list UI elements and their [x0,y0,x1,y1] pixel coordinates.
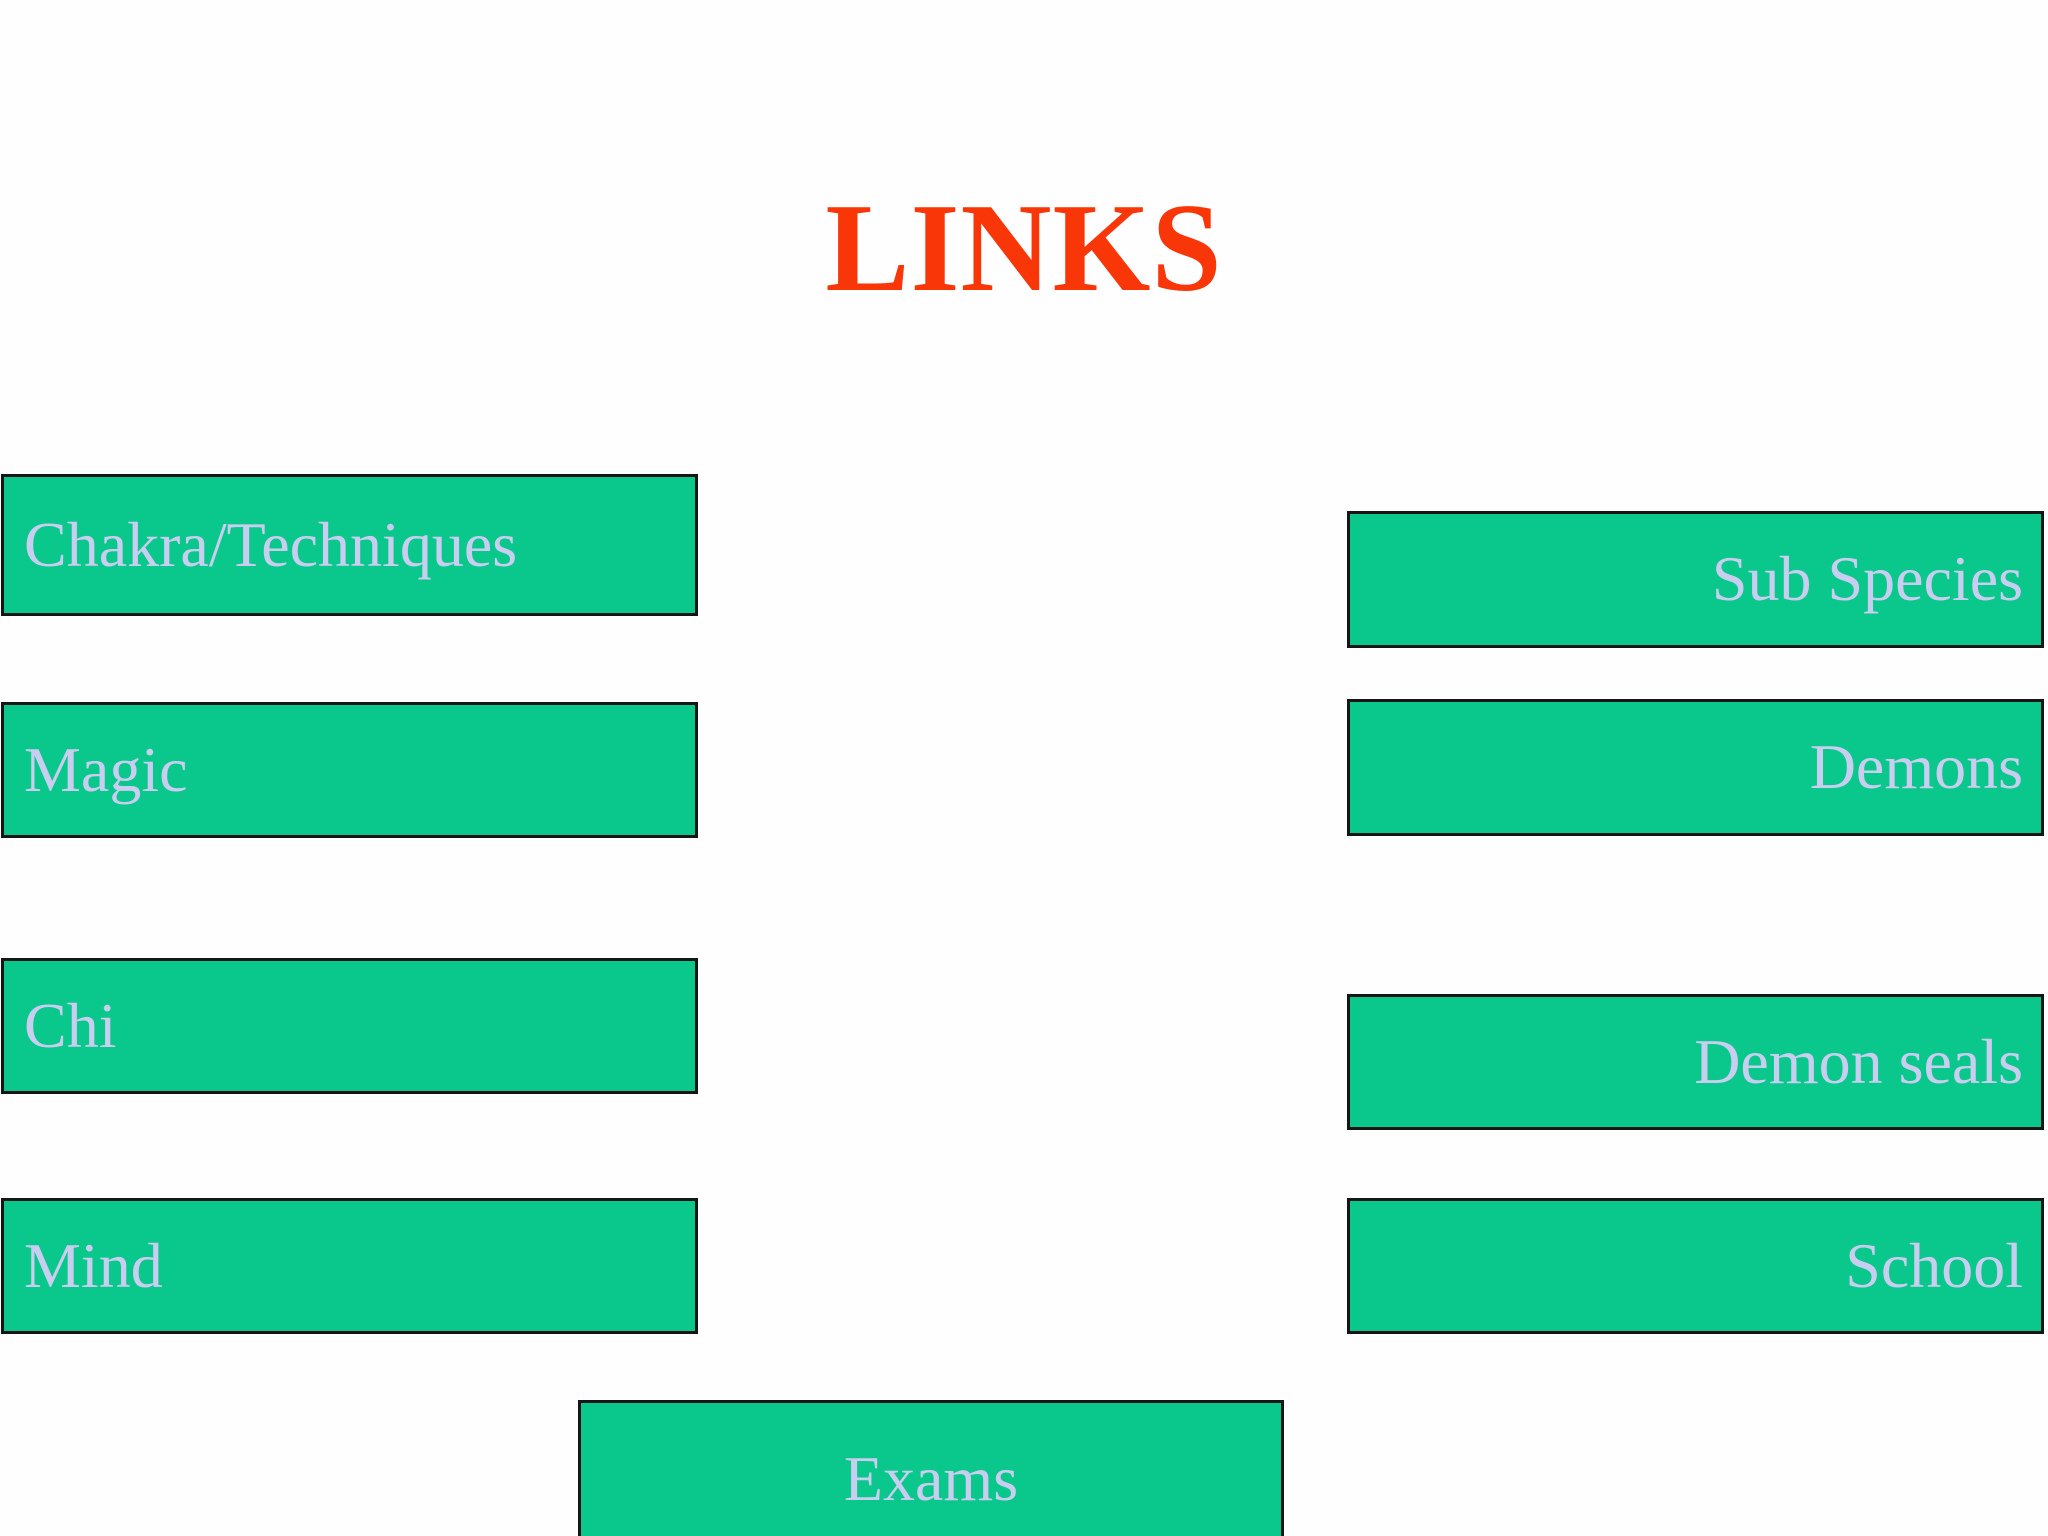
link-demons-label: Demons [1809,731,2023,803]
link-chi[interactable]: Chi [1,958,698,1094]
link-demons[interactable]: Demons [1347,699,2044,836]
link-chakra-techniques[interactable]: Chakra/Techniques [1,474,698,616]
link-sub-species-label: Sub Species [1711,543,2023,615]
link-demon-seals[interactable]: Demon seals [1347,994,2044,1130]
link-magic[interactable]: Magic [1,702,698,838]
link-sub-species[interactable]: Sub Species [1347,511,2044,648]
link-mind[interactable]: Mind [1,1198,698,1334]
link-school-label: School [1845,1229,2023,1301]
link-magic-label: Magic [24,733,188,805]
link-demon-seals-label: Demon seals [1694,1025,2023,1097]
link-chakra-techniques-label: Chakra/Techniques [24,508,518,580]
page-title: LINKS [825,179,1223,318]
link-mind-label: Mind [24,1229,163,1301]
link-exams-label: Exams [843,1442,1019,1514]
link-school[interactable]: School [1347,1198,2044,1334]
link-chi-label: Chi [24,989,117,1061]
link-exams[interactable]: Exams [578,1400,1284,1536]
